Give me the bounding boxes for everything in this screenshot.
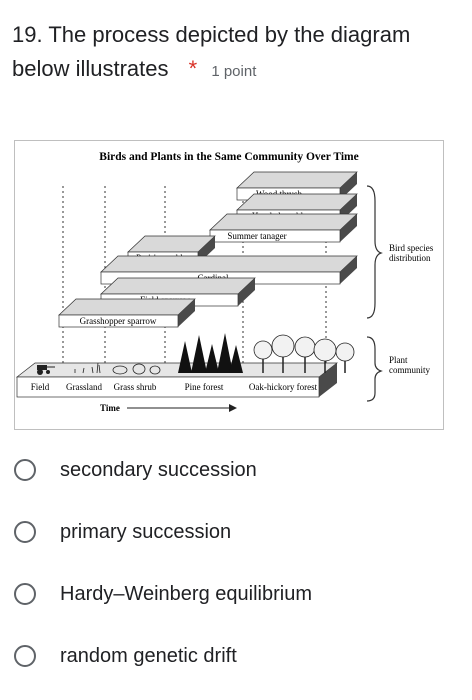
time-label: Time — [100, 403, 120, 413]
option-label: Hardy–Weinberg equilibrium — [60, 582, 312, 605]
stage-label: Grass shrub — [114, 382, 157, 392]
bird-bracket — [366, 185, 383, 319]
succession-diagram: Birds and Plants in the Same Community O… — [14, 140, 444, 430]
ground-slab — [15, 362, 339, 398]
question-text: The process depicted by the diagram belo… — [12, 22, 411, 81]
radio-button[interactable] — [14, 521, 36, 543]
option-hardy-weinberg[interactable]: Hardy–Weinberg equilibrium — [12, 574, 312, 614]
option-primary-succession[interactable]: primary succession — [12, 512, 231, 552]
pine-tree-icon — [178, 333, 243, 373]
option-secondary-succession[interactable]: secondary succession — [12, 450, 257, 490]
bird-group-label-line2: distribution — [389, 253, 431, 263]
time-arrowhead — [229, 404, 237, 412]
option-genetic-drift[interactable]: random genetic drift — [12, 636, 237, 676]
radio-button[interactable] — [14, 583, 36, 605]
bird-bars: Wood thrush Hooded warbler Summer tanage… — [58, 171, 358, 328]
radio-button[interactable] — [14, 459, 36, 481]
tractor-icon — [37, 365, 55, 375]
bird-group-label-line1: Bird species — [389, 243, 434, 253]
stage-label: Grassland — [66, 382, 102, 392]
option-label: secondary succession — [60, 458, 257, 481]
plant-group-label-line1: Plant — [389, 355, 408, 365]
deciduous-tree-icon — [253, 334, 355, 373]
points-label: 1 point — [211, 63, 257, 80]
bar-summer-tanager: Summer tanager — [209, 213, 358, 243]
stage-label: Oak-hickory forest — [249, 382, 318, 392]
diagram-svg: Birds and Plants in the Same Community O… — [15, 151, 434, 413]
plant-group-label-line2: community — [389, 365, 430, 375]
bird-label: Summer tanager — [227, 231, 286, 241]
option-label: random genetic drift — [60, 644, 237, 667]
radio-button[interactable] — [14, 645, 36, 667]
bar-grasshopper-sparrow: Grasshopper sparrow — [58, 298, 196, 328]
plant-bracket — [366, 336, 383, 402]
required-asterisk: * — [188, 56, 198, 81]
diagram-title: Birds and Plants in the Same Community O… — [99, 151, 358, 163]
bird-label: Grasshopper sparrow — [80, 316, 157, 326]
stage-label: Field — [31, 382, 50, 392]
question-title: 19. The process depicted by the diagram … — [12, 18, 464, 89]
question-header: 19. The process depicted by the diagram … — [12, 18, 464, 89]
grass-icon — [74, 362, 101, 374]
stage-labels: Field Grassland Grass shrub Pine forest … — [31, 382, 318, 392]
stage-label: Pine forest — [185, 382, 224, 392]
question-number: 19. — [12, 22, 43, 47]
shrub-icon — [112, 363, 161, 375]
option-label: primary succession — [60, 520, 232, 543]
